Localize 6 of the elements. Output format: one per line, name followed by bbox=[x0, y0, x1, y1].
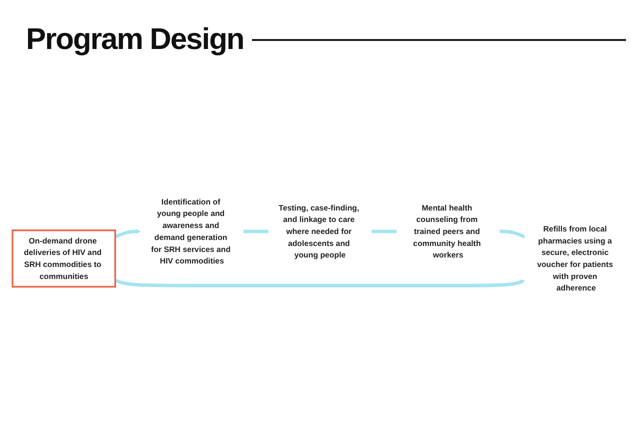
connector bbox=[499, 230, 526, 238]
arrow bbox=[114, 228, 141, 238]
title: Program Design bbox=[26, 23, 244, 57]
connector bbox=[371, 230, 397, 234]
arrow bbox=[114, 278, 526, 288]
connector bbox=[243, 230, 269, 234]
